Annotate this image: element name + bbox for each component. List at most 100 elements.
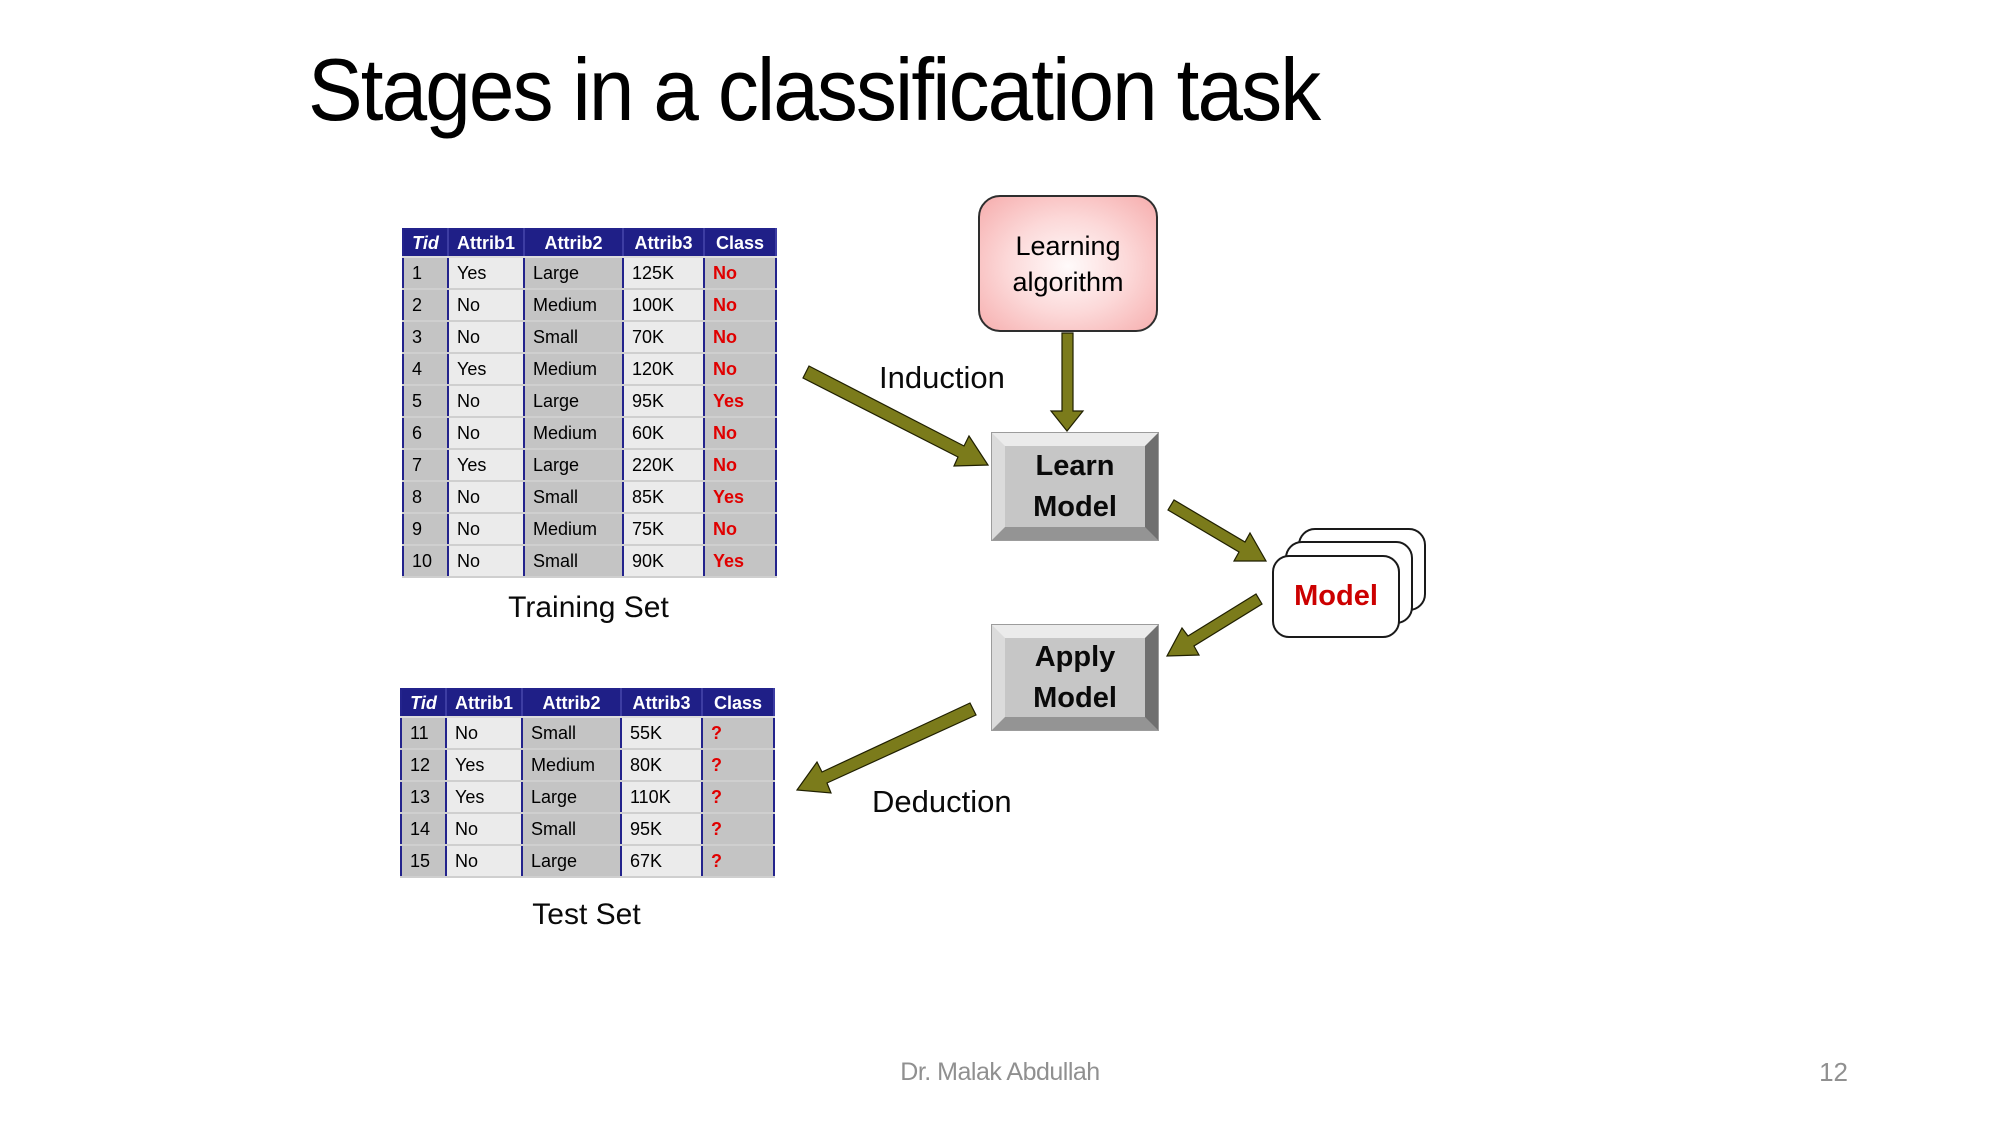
cell-tid: 9 bbox=[403, 513, 449, 546]
learnmodel-to-model-arrow-icon bbox=[1167, 499, 1268, 562]
cell-tid: 6 bbox=[403, 417, 449, 450]
learn-model-box: Learn Model bbox=[991, 432, 1159, 541]
cell-attrib2: Large bbox=[522, 781, 622, 814]
cell-attrib1: Yes bbox=[448, 449, 525, 482]
cell-tid: 1 bbox=[403, 257, 449, 290]
cell-attrib1: No bbox=[448, 481, 525, 514]
induction-label: Induction bbox=[879, 360, 1005, 395]
cell-class: ? bbox=[702, 781, 775, 814]
cell-attrib2: Large bbox=[524, 257, 624, 290]
cell-class: No bbox=[704, 289, 777, 322]
cell-tid: 8 bbox=[403, 481, 449, 514]
learning-algorithm-box: Learning algorithm bbox=[978, 195, 1158, 332]
cell-attrib2: Small bbox=[522, 813, 622, 846]
column-header-class: Class bbox=[702, 689, 775, 718]
cell-attrib2: Medium bbox=[522, 749, 622, 782]
cell-attrib3: 125K bbox=[623, 257, 705, 290]
deduction-label: Deduction bbox=[872, 784, 1012, 819]
column-header-tid: Tid bbox=[401, 689, 447, 718]
cell-attrib1: No bbox=[448, 417, 525, 450]
cell-attrib2: Medium bbox=[524, 417, 624, 450]
cell-attrib3: 60K bbox=[623, 417, 705, 450]
table-row: 10 No Small 90K Yes bbox=[403, 545, 777, 578]
cell-attrib1: No bbox=[448, 545, 525, 578]
cell-class: No bbox=[704, 513, 777, 546]
cell-tid: 10 bbox=[403, 545, 449, 578]
cell-class: ? bbox=[702, 749, 775, 782]
apply-model-label: Apply Model bbox=[1033, 640, 1117, 714]
column-header-attrib1: Attrib1 bbox=[446, 689, 523, 718]
deduction-arrow-icon bbox=[795, 702, 977, 794]
cell-attrib1: No bbox=[448, 513, 525, 546]
footer-author: Dr. Malak Abdullah bbox=[900, 1058, 1100, 1086]
cell-attrib3: 100K bbox=[623, 289, 705, 322]
cell-attrib1: No bbox=[446, 717, 523, 750]
cell-attrib3: 67K bbox=[621, 845, 703, 878]
footer-page-number: 12 bbox=[1819, 1057, 1848, 1087]
apply-model-box: Apply Model bbox=[991, 624, 1159, 731]
cell-tid: 15 bbox=[401, 845, 447, 878]
cell-attrib3: 70K bbox=[623, 321, 705, 354]
table-row: 8 No Small 85K Yes bbox=[403, 481, 777, 514]
cell-attrib1: Yes bbox=[446, 749, 523, 782]
table-row: 12 Yes Medium 80K ? bbox=[401, 749, 775, 782]
cell-tid: 2 bbox=[403, 289, 449, 322]
cell-attrib3: 80K bbox=[621, 749, 703, 782]
column-header-attrib2: Attrib2 bbox=[524, 229, 624, 258]
cell-tid: 7 bbox=[403, 449, 449, 482]
cell-attrib3: 95K bbox=[623, 385, 705, 418]
cell-tid: 11 bbox=[401, 717, 447, 750]
column-header-attrib2: Attrib2 bbox=[522, 689, 622, 718]
cell-attrib3: 220K bbox=[623, 449, 705, 482]
test-set-table: Tid Attrib1 Attrib2 Attrib3 Class 11 No … bbox=[400, 688, 775, 878]
cell-attrib1: Yes bbox=[448, 257, 525, 290]
cell-tid: 14 bbox=[401, 813, 447, 846]
model-label: Model bbox=[1294, 580, 1378, 612]
cell-attrib2: Small bbox=[524, 481, 624, 514]
cell-class: ? bbox=[702, 845, 775, 878]
cell-attrib1: Yes bbox=[448, 353, 525, 386]
cell-attrib2: Small bbox=[524, 321, 624, 354]
learn-model-label: Learn Model bbox=[1033, 449, 1117, 523]
test-set-caption: Test Set bbox=[532, 898, 641, 931]
cell-tid: 5 bbox=[403, 385, 449, 418]
table-row: 5 No Large 95K Yes bbox=[403, 385, 777, 418]
cell-attrib3: 55K bbox=[621, 717, 703, 750]
cell-attrib2: Small bbox=[524, 545, 624, 578]
page-title: Stages in a classification task bbox=[308, 40, 1321, 139]
table-row: 14 No Small 95K ? bbox=[401, 813, 775, 846]
training-set-table: Tid Attrib1 Attrib2 Attrib3 Class 1 Yes … bbox=[402, 228, 777, 578]
table-row: 13 Yes Large 110K ? bbox=[401, 781, 775, 814]
cell-attrib2: Medium bbox=[524, 513, 624, 546]
table-row: 11 No Small 55K ? bbox=[401, 717, 775, 750]
cell-class: ? bbox=[702, 813, 775, 846]
cell-attrib3: 120K bbox=[623, 353, 705, 386]
test-table-header: Tid Attrib1 Attrib2 Attrib3 Class bbox=[401, 689, 775, 718]
cell-attrib2: Small bbox=[522, 717, 622, 750]
model-card-front: Model bbox=[1272, 555, 1400, 638]
column-header-tid: Tid bbox=[403, 229, 449, 258]
cell-class: Yes bbox=[704, 481, 777, 514]
column-header-class: Class bbox=[704, 229, 777, 258]
cell-attrib1: No bbox=[446, 845, 523, 878]
cell-attrib2: Large bbox=[524, 449, 624, 482]
training-table-header: Tid Attrib1 Attrib2 Attrib3 Class bbox=[403, 229, 777, 258]
cell-attrib2: Medium bbox=[524, 353, 624, 386]
cell-tid: 4 bbox=[403, 353, 449, 386]
cell-tid: 3 bbox=[403, 321, 449, 354]
cell-class: ? bbox=[702, 717, 775, 750]
cell-attrib2: Large bbox=[522, 845, 622, 878]
learning-algorithm-label: Learning algorithm bbox=[1012, 230, 1124, 297]
table-row: 4 Yes Medium 120K No bbox=[403, 353, 777, 386]
training-set-caption: Training Set bbox=[508, 591, 669, 624]
table-row: 7 Yes Large 220K No bbox=[403, 449, 777, 482]
cell-attrib3: 95K bbox=[621, 813, 703, 846]
cell-attrib1: No bbox=[448, 321, 525, 354]
cell-class: No bbox=[704, 353, 777, 386]
cell-class: No bbox=[704, 449, 777, 482]
column-header-attrib3: Attrib3 bbox=[621, 689, 703, 718]
cell-attrib1: No bbox=[448, 385, 525, 418]
cell-attrib1: No bbox=[448, 289, 525, 322]
